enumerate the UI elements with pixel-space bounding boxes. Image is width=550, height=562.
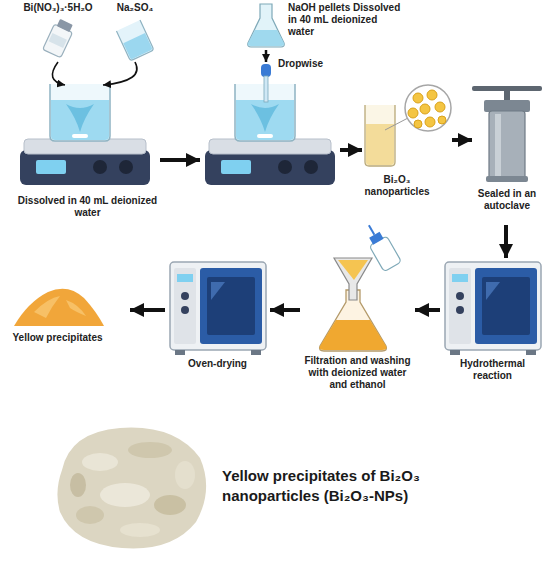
process-step: Na₂SO₄	[105, 2, 165, 62]
process-step: NaOH pellets Dissolved in 40 mL deionize…	[200, 0, 340, 190]
flow-arrow	[130, 308, 165, 312]
drying-oven	[170, 262, 266, 355]
reagent-label: Bi(NO₃)₃·5H₂O	[18, 2, 98, 14]
process-step: Filtration and washing with deionized wa…	[300, 228, 415, 400]
process-step: Bi(NO₃)₃·5H₂O	[18, 2, 98, 62]
step-caption: Sealed in an autoclave	[472, 188, 542, 212]
process-step: Dissolved in 40 mL deionized water	[15, 85, 160, 235]
step-caption: Oven-drying	[165, 358, 270, 370]
drop-arrow	[265, 50, 268, 62]
flow-arrow	[270, 308, 300, 312]
flow-arrow	[415, 308, 440, 312]
naoh-flask	[248, 4, 284, 47]
flow-arrow	[504, 225, 508, 258]
flow-arrow	[452, 138, 472, 142]
process-step: Hydrothermal reaction	[440, 258, 545, 390]
process-step: Yellow precipitates	[10, 280, 130, 355]
powder-photo	[57, 428, 206, 549]
process-step: Sealed in an autoclave	[472, 85, 542, 225]
magnetic-stirrer	[20, 84, 150, 185]
flow-arrow	[52, 62, 65, 85]
step-caption: Hydrothermal reaction	[440, 358, 545, 382]
step-caption: Bi₂O₃ nanoparticles	[362, 174, 432, 198]
flow-arrow	[103, 62, 137, 85]
step-caption: Yellow precipitates	[10, 332, 105, 344]
reagent-bottle	[43, 18, 76, 58]
filtration-setup	[320, 220, 402, 351]
reagent-label: NaOH pellets Dissolved in 40 mL deionize…	[288, 2, 406, 38]
figure-caption: Yellow precipitates of Bi₂O₃ nanoparticl…	[222, 466, 482, 505]
autoclave	[472, 86, 542, 182]
step-note: Dropwise	[278, 58, 338, 70]
reagent-beaker	[116, 20, 154, 61]
flow-arrow	[340, 148, 362, 152]
pipette	[261, 64, 271, 102]
process-step: Bi₂O₃ nanoparticles	[362, 82, 452, 207]
product-beaker	[365, 85, 451, 166]
process-step: Oven-drying	[165, 258, 270, 380]
precipitate-pile	[14, 289, 104, 326]
step-caption: Filtration and washing with deionized wa…	[300, 355, 415, 391]
flow-arrow	[160, 158, 200, 162]
magnetic-stirrer	[205, 84, 335, 185]
reagent-label: Na₂SO₄	[105, 2, 165, 14]
hydrothermal-oven	[445, 262, 541, 355]
step-caption: Dissolved in 40 mL deionized water	[15, 195, 160, 219]
